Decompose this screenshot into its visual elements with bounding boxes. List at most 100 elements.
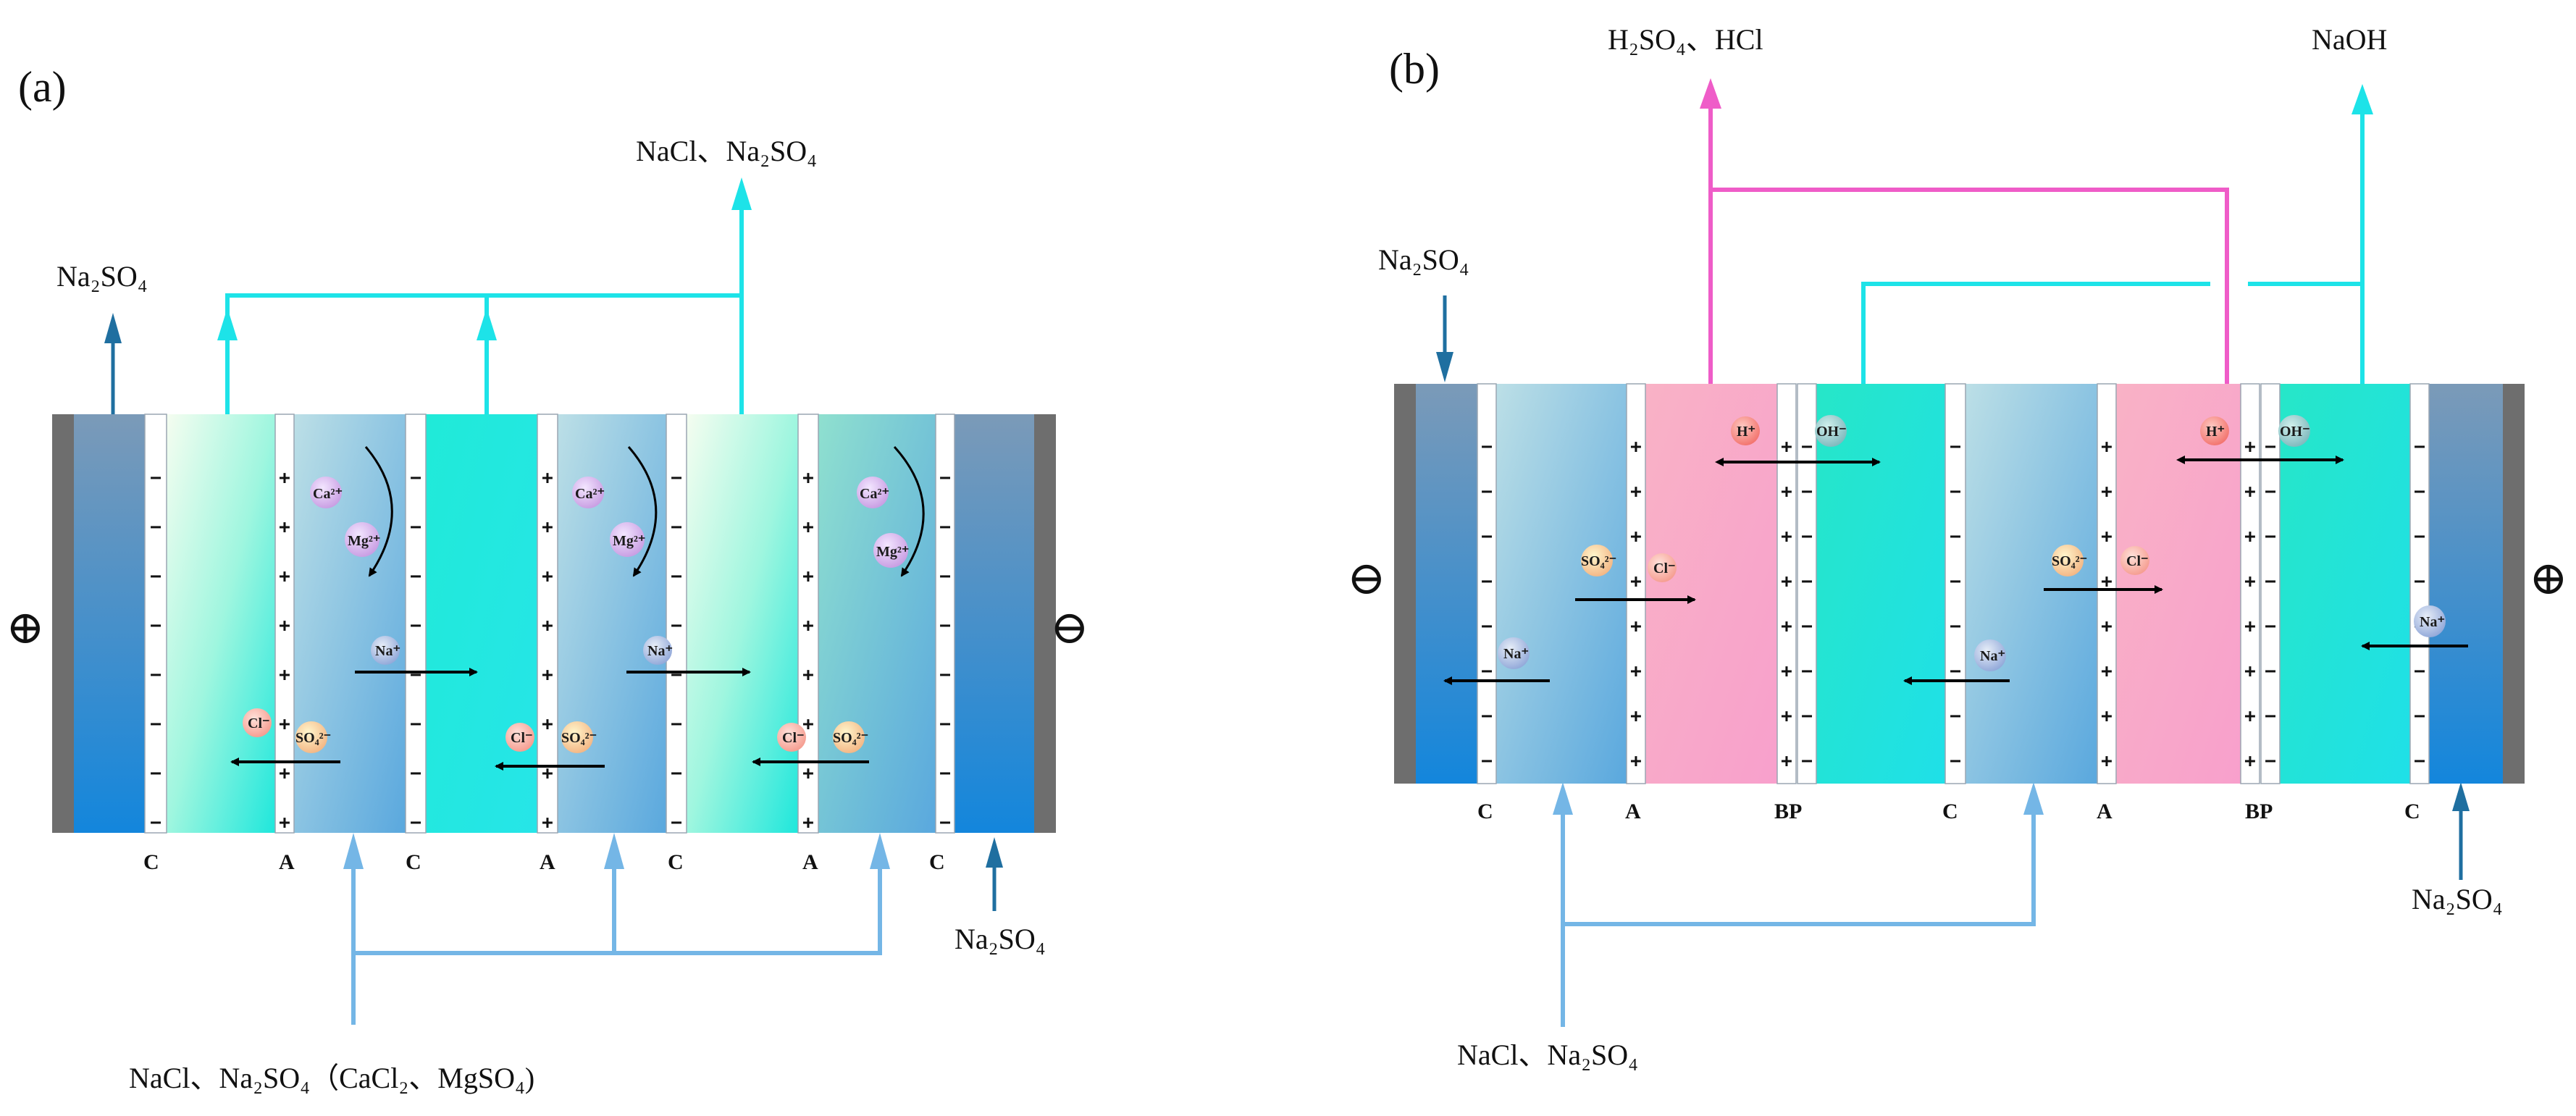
a-anode-chamber [74,414,145,833]
b-bp1l-charge-mark: + [1781,436,1792,458]
a-chamber-conc-1 [167,414,275,833]
ion-mg-3-label: Mg²⁺ [876,544,909,560]
b-cathode-plate [1394,384,1416,784]
ion-h-2-label: H⁺ [2206,424,2225,440]
ion-na-2-label: Na⁺ [647,643,673,659]
b-cathode-symbol: ⊖ [1347,553,1386,604]
ion-cl-1-label: Cl⁻ [248,716,270,731]
b-c2-charge-mark: − [1950,616,1961,637]
ion-oh-2-label: OH⁻ [2280,424,2310,440]
a-membrane-c1 [144,414,167,834]
b-c2-charge-mark: − [1950,571,1961,592]
b-membrane-c3 [2409,383,2430,784]
a-rinse-in-arrow [986,837,1003,868]
b-base-arrowhead [2351,84,2373,114]
b-cathode-chamber [1416,384,1477,784]
b-bp2r-charge-mark: − [2265,660,2276,682]
ion-so4-b2 [2052,545,2084,576]
ion-ca-1-label: Ca²⁺ [313,486,343,502]
ion-cl-b2-label: Cl⁻ [2126,553,2149,569]
ion-na-2 [643,636,672,665]
b-mlabel-6: BP [2245,800,2273,823]
b-membrane-bp1-left [1776,383,1797,784]
a-a2-charge-mark: + [542,566,553,587]
b-membrane-a2 [2097,383,2117,784]
b-bp1r-charge-mark: − [1801,571,1813,592]
b-membranes [1477,383,2430,784]
b-mlabel-4: C [1942,800,1958,823]
b-bp1l-charge-mark: + [1781,571,1792,592]
a-anode-plate [52,414,74,833]
b-a1-charge-mark: + [1630,526,1642,547]
b-flow-top-base: NaOH [2312,23,2387,56]
ion-so4-2 [561,721,593,753]
b-flow-top-acid: H₂SO₄、HCl [1608,23,1763,56]
a-mlabel-2: A [279,850,295,874]
a-mlabel-1: C [143,850,159,874]
b-a1-charge-mark: + [1630,436,1642,458]
a-flow-bottom-right: Na₂SO₄ [955,923,1046,955]
b-c3-charge-mark: − [2414,705,2425,727]
b-c1-charge-mark: − [1481,481,1493,503]
b-bp2r-charge-mark: − [2265,616,2276,637]
ion-cl-3 [777,723,806,752]
a-a3-charge-mark: + [802,763,814,784]
b-a1-charge-mark: + [1630,660,1642,682]
b-c2-charge-mark: − [1950,705,1961,727]
b-c1-charge-mark: − [1481,705,1493,727]
a-cyan-manifold [225,293,742,414]
ion-ca-1 [310,477,342,508]
b-mlabel-7: C [2404,800,2420,823]
a-a1-charge-mark: + [279,713,290,735]
b-bp2r-charge-mark: − [2265,481,2276,503]
a-a2-charge-mark: + [542,664,553,686]
a-c2-charge-mark: − [410,664,421,686]
a-rinse-out-arrow [104,313,122,343]
b-a2-charge-mark: + [2101,705,2113,727]
b-membrane-a1 [1626,383,1646,784]
panel-a-flows [104,177,1003,1025]
b-bp2r-charge-mark: − [2265,436,2276,458]
b-flow-right-in: Na₂SO₄ [2412,883,2503,915]
a-c1-charge-mark: − [150,615,161,637]
a-mlabel-4: A [540,850,555,874]
b-bp1r-charge-mark: − [1801,481,1813,503]
a-feed-arrow-1 [343,833,364,869]
b-membrane-c2 [1944,383,1966,784]
b-bp1r-charge-mark: − [1801,660,1813,682]
a-c2-charge-mark: − [410,812,421,834]
b-chamber-feed-2 [1965,384,2097,784]
b-c2-charge-mark: − [1950,750,1961,772]
b-bp1l-charge-mark: + [1781,616,1792,637]
ion-mg-2-label: Mg²⁺ [613,533,645,549]
b-bp2r-charge-mark: − [2265,750,2276,772]
a-c1-charge-mark: − [150,763,161,784]
a-cathode-symbol: ⊖ [1050,602,1089,653]
ion-so4-b1-label: SO₄²⁻ [1581,553,1616,569]
b-ions-group-1: H⁺ OH⁻ SO₄²⁻ Cl⁻ Na⁺ [1443,415,1881,685]
ion-mg-1-label: Mg²⁺ [348,533,380,549]
a-flow-bottom-left: NaCl、Na₂SO₄（CaCl₂、MgSO₄) [129,1062,534,1094]
a-c4-charge-mark: − [939,566,951,587]
a-a2-charge-mark: + [542,812,553,834]
ion-cl-3-label: Cl⁻ [782,730,805,746]
b-anode-plate [2503,384,2525,784]
b-acid-manifold [1711,188,2229,384]
ion-na-b2 [1974,639,2006,671]
b-bp1r-charge-mark: − [1801,705,1813,727]
ion-cl-2 [505,723,534,752]
b-acid-arrowhead [1700,78,1721,109]
b-mlabel-2: A [1625,800,1641,823]
a-curve-arrow-1 [364,446,393,577]
a-c2-charge-mark: − [410,566,421,587]
b-mlabel-5: A [2097,800,2113,823]
a-c3-charge-mark: − [671,467,682,489]
a-c1-charge-mark: − [150,467,161,489]
b-flow-left-in: Na₂SO₄ [1378,243,1469,276]
a-curve-arrow-3 [893,445,925,577]
ion-na-b1 [1498,637,1530,669]
b-bp2r-charge-mark: − [2265,571,2276,592]
a-a1-charge-mark: + [279,467,290,489]
b-membrane-bp2-right [2260,383,2281,784]
